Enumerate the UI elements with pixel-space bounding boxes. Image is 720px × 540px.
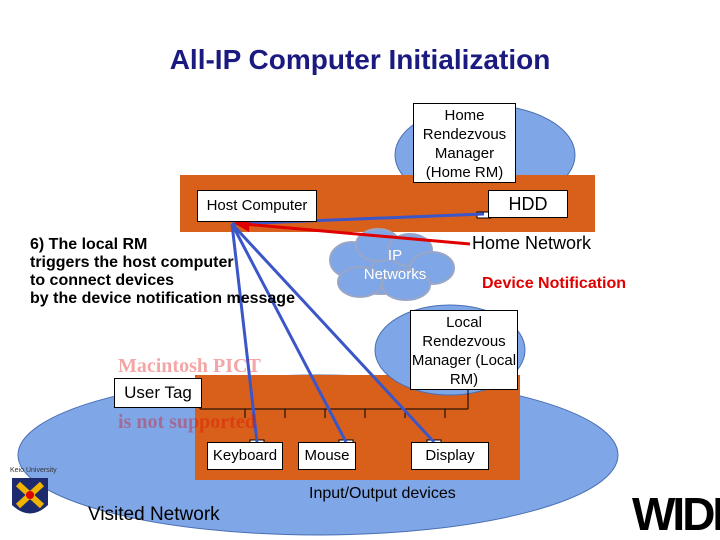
home-network-label: Home Network (472, 233, 592, 253)
pict-placeholder-line2: is not supported (118, 411, 256, 433)
keio-logo: Keio University (10, 467, 57, 514)
device-connections (230, 212, 485, 444)
home-rm-node: Home Rendezvous Manager (Home RM) (413, 103, 516, 183)
pict-placeholder-line1: Macintosh PICT (118, 355, 261, 377)
ip-networks-label: IP Networks (363, 247, 427, 283)
page-title: All-IP Computer Initialization (169, 44, 551, 75)
mouse-node: Mouse (298, 442, 356, 470)
host-computer-node: Host Computer (197, 190, 317, 222)
user-tag-node: User Tag (114, 378, 202, 408)
visited-network-label: Visited Network (88, 504, 220, 525)
step-line-2: triggers the host computer (30, 254, 234, 271)
svg-text:WIDE: WIDE (632, 488, 720, 540)
step-line-3: to connect devices (30, 272, 175, 289)
hdd-node: HDD (488, 190, 568, 218)
keyboard-node: Keyboard (207, 442, 283, 470)
local-rm-node: Local Rendezvous Manager (Local RM) (410, 310, 518, 390)
step-description: 6) The local RM triggers the host comput… (30, 236, 295, 308)
step-line-4: by the device notification message (30, 290, 295, 307)
svg-text:Keio University: Keio University (10, 467, 57, 474)
device-notification-label: Device Notification (482, 275, 627, 292)
display-node: Display (411, 442, 489, 470)
wide-logo: WIDE (632, 488, 720, 540)
io-devices-label: Input/Output devices (309, 485, 456, 502)
step-line-1: 6) The local RM (30, 236, 148, 253)
